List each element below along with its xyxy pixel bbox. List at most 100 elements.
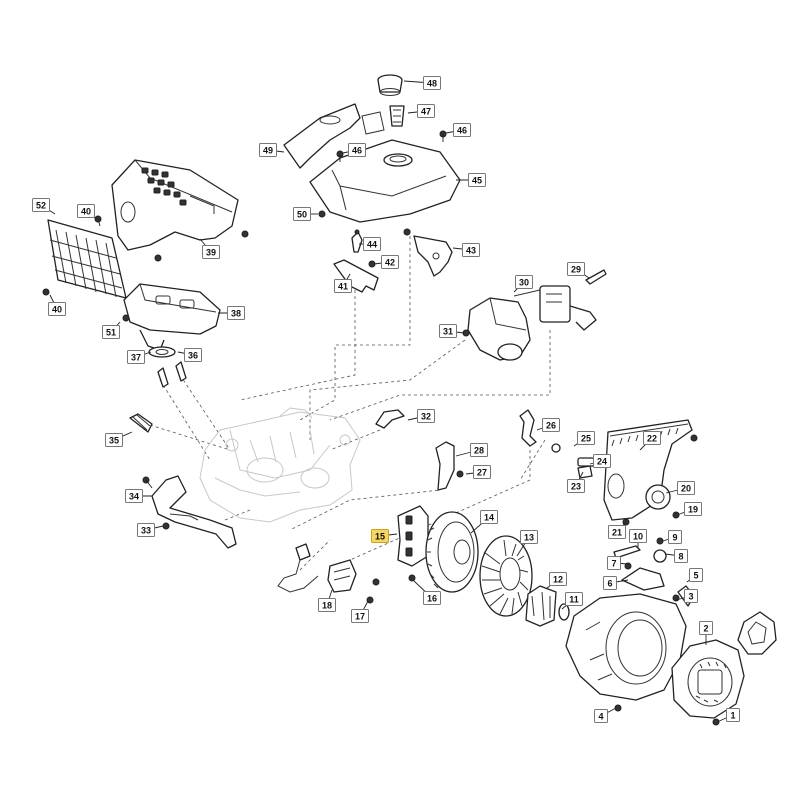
callout-21: 21 [608, 525, 626, 539]
callout-37: 37 [127, 350, 145, 364]
callout-5: 5 [689, 568, 703, 582]
callout-box [684, 589, 698, 603]
part-cooling-fan [479, 535, 533, 617]
callout-box [603, 576, 617, 590]
callout-52: 52 [32, 198, 50, 212]
callout-box [102, 325, 120, 339]
part-grille [47, 219, 127, 299]
callout-box [423, 591, 441, 605]
part-fuel-filter [389, 105, 405, 127]
callout-box [137, 523, 155, 537]
callout-box [363, 237, 381, 251]
callout-15: 15 [371, 529, 389, 543]
callout-box [381, 255, 399, 269]
callout-number: 42 [385, 257, 395, 267]
callout-30: 30 [515, 275, 533, 289]
callout-box [125, 489, 143, 503]
callout-number: 47 [421, 106, 431, 116]
callout-number: 12 [553, 574, 563, 584]
callout-number: 46 [457, 125, 467, 135]
callout-number: 48 [427, 78, 437, 88]
callout-39: 39 [202, 245, 220, 259]
callout-number: 2 [703, 623, 708, 633]
callout-number: 31 [443, 326, 453, 336]
callout-number: 3 [688, 591, 693, 601]
part-tank-bracket [368, 235, 453, 277]
callout-number: 45 [472, 175, 482, 185]
callout-10: 10 [629, 529, 647, 543]
callout-number: 28 [474, 445, 484, 455]
callout-22: 22 [643, 431, 661, 445]
part-muffler-cover [111, 159, 239, 251]
part-mount-bracket [435, 441, 464, 491]
callout-box [439, 324, 457, 338]
callout-box [127, 350, 145, 364]
callout-51: 51 [102, 325, 120, 339]
engine-block-outline [199, 407, 361, 523]
callout-11: 11 [565, 592, 583, 606]
callout-box [371, 529, 389, 543]
part-spark-plug [129, 413, 153, 433]
callout-box [684, 502, 702, 516]
callout-box [453, 123, 471, 137]
callout-7: 7 [607, 556, 621, 570]
callout-16: 16 [423, 591, 441, 605]
callout-18: 18 [318, 598, 336, 612]
part-tank-shroud [283, 103, 385, 169]
part-electric-starter [462, 285, 597, 361]
callout-number: 22 [647, 433, 657, 443]
callout-box [549, 572, 567, 586]
callout-number: 1 [730, 710, 735, 720]
callout-31: 31 [439, 324, 457, 338]
callout-32: 32 [417, 409, 435, 423]
callout-box [674, 549, 688, 563]
callout-38: 38 [227, 306, 245, 320]
callout-box [593, 454, 611, 468]
callout-box [577, 431, 595, 445]
callout-box [105, 433, 123, 447]
callout-box [351, 609, 369, 623]
callout-number: 38 [231, 308, 241, 318]
callout-number: 49 [263, 145, 273, 155]
callout-box [699, 621, 713, 635]
callout-number: 23 [571, 481, 581, 491]
callout-box [462, 243, 480, 257]
callout-number: 33 [141, 525, 151, 535]
callout-box [318, 598, 336, 612]
callout-box [515, 275, 533, 289]
callout-number: 7 [611, 558, 616, 568]
callout-48: 48 [423, 76, 441, 90]
callout-13: 13 [520, 530, 538, 544]
callout-number: 52 [36, 200, 46, 210]
callout-number: 20 [681, 483, 691, 493]
callout-box [468, 173, 486, 187]
callout-number: 6 [607, 578, 612, 588]
callout-number: 15 [375, 531, 385, 541]
part-pipe-fitting [519, 409, 537, 447]
callout-box [348, 143, 366, 157]
callout-number: 39 [206, 247, 216, 257]
callout-number: 34 [129, 491, 139, 501]
callout-number: 13 [524, 532, 534, 542]
callout-number: 43 [466, 245, 476, 255]
callout-box [565, 592, 583, 606]
callout-number: 26 [546, 420, 556, 430]
callout-number: 29 [571, 264, 581, 274]
callout-50: 50 [293, 207, 311, 221]
part-recoil-starter [671, 611, 777, 726]
part-blower-housing [565, 593, 687, 712]
part-trigger-ring [397, 505, 429, 567]
part-exhaust-gasket [148, 346, 176, 358]
callout-20: 20 [677, 481, 695, 495]
callout-box [594, 709, 608, 723]
part-round-cover [645, 484, 680, 519]
callout-box [607, 556, 621, 570]
callout-box [259, 143, 277, 157]
callout-box [677, 481, 695, 495]
callout-25: 25 [577, 431, 595, 445]
callout-2: 2 [699, 621, 713, 635]
part-fuel-valve [351, 229, 363, 253]
part-ignition-coil [277, 543, 416, 604]
callout-number: 40 [52, 304, 62, 314]
